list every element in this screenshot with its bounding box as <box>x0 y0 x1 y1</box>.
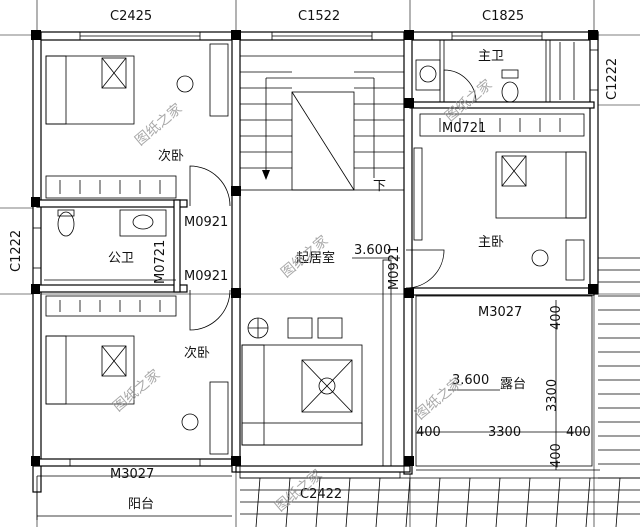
window-code-top-mid: C1522 <box>298 9 340 24</box>
door-code-terrace: M3027 <box>478 305 522 320</box>
stair-down-label: 下 <box>373 179 386 194</box>
door-code-bedroom-lower: M0921 <box>184 269 228 284</box>
watermark-1: 图纸之家 <box>132 100 186 149</box>
bedroom-upper-label: 次卧 <box>158 148 184 164</box>
dim-terrace-depth: 3300 <box>545 379 560 412</box>
balcony-label: 阳台 <box>128 497 154 512</box>
bedroom-lower-label: 次卧 <box>184 345 210 361</box>
dim-width-left: 400 <box>416 425 441 440</box>
door-code-master-bed: M0921 <box>387 246 402 290</box>
door-code-master-bath: M0721 <box>442 121 486 136</box>
dim-width-mid: 3300 <box>488 425 521 440</box>
common-bath-label: 公卫 <box>108 251 134 266</box>
terrace-label: 露台 <box>500 377 526 392</box>
dim-terrace-top: 400 <box>549 305 564 330</box>
dim-terrace-bottom: 400 <box>549 443 564 468</box>
master-bedroom-label: 主卧 <box>478 235 504 250</box>
balcony-area <box>36 475 232 520</box>
bedroom-upper-furniture <box>45 43 229 199</box>
door-swings <box>179 69 477 331</box>
master-bath-fixtures <box>415 42 575 103</box>
window-code-top-right: C1825 <box>482 9 524 24</box>
watermark-5: 图纸之家 <box>412 374 466 423</box>
watermark-4: 图纸之家 <box>110 366 164 415</box>
window-code-right: C1222 <box>605 58 620 100</box>
living-level-label: 3.600 <box>354 243 391 258</box>
master-bedroom-furniture <box>413 113 587 281</box>
roof-tiles <box>240 257 640 527</box>
watermark-3: 图纸之家 <box>442 76 496 125</box>
terrace-level-label: 3.600 <box>452 373 489 388</box>
structural-columns <box>31 30 598 466</box>
common-bath-fixtures <box>44 209 176 281</box>
window-code-top-left: C2425 <box>110 9 152 24</box>
door-code-bath-common: M0721 <box>153 240 168 284</box>
window-code-bottom: C2422 <box>300 487 342 502</box>
living-room-furniture <box>241 317 363 446</box>
living-room-label: 起居室 <box>296 250 335 266</box>
windows <box>32 31 599 479</box>
staircase <box>239 39 405 191</box>
bedroom-lower-furniture <box>45 295 229 455</box>
door-code-balcony: M3027 <box>110 467 154 482</box>
door-code-bedroom-upper: M0921 <box>184 215 228 230</box>
terrace-area <box>415 295 600 471</box>
window-code-left: C1222 <box>9 230 24 272</box>
master-bath-label: 主卫 <box>478 49 504 64</box>
dim-width-right: 400 <box>566 425 591 440</box>
